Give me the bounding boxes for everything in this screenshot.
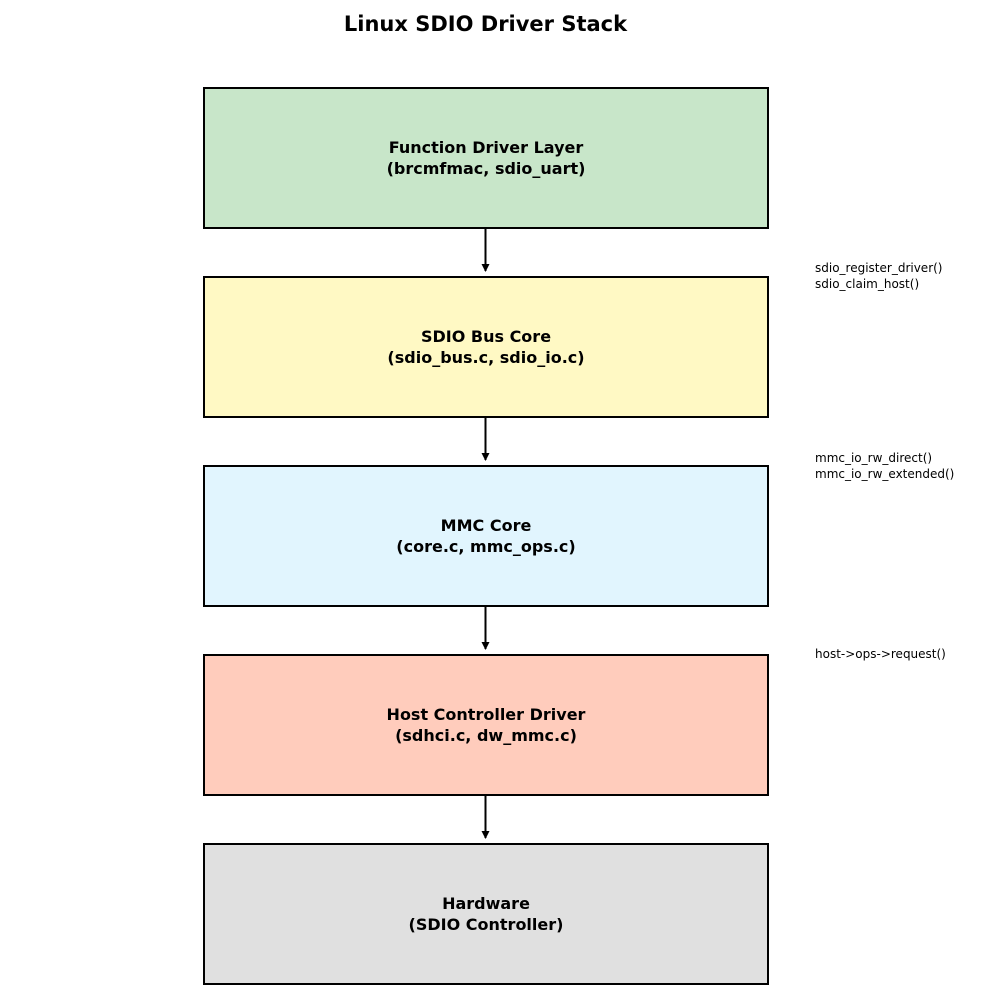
layer-host-controller-driver: Host Controller Driver (sdhci.c, dw_mmc.…	[203, 654, 769, 796]
layer-function-driver: Function Driver Layer (brcmfmac, sdio_ua…	[203, 87, 769, 229]
call-note-function-to-bus: sdio_register_driver() sdio_claim_host()	[815, 260, 943, 292]
layer-hardware-detail: (SDIO Controller)	[408, 915, 564, 934]
layer-host-controller-driver-detail: (sdhci.c, dw_mmc.c)	[395, 726, 577, 745]
diagram-title: Linux SDIO Driver Stack	[343, 12, 628, 36]
call-note-line: mmc_io_rw_extended()	[815, 467, 955, 481]
call-note-line: sdio_register_driver()	[815, 261, 943, 275]
layer-mmc-core-name: MMC Core	[440, 516, 532, 535]
layer-sdio-bus-core-name: SDIO Bus Core	[420, 327, 552, 346]
layer-mmc-core: MMC Core (core.c, mmc_ops.c)	[203, 465, 769, 607]
layer-mmc-core-detail: (core.c, mmc_ops.c)	[396, 537, 576, 556]
call-note-line: mmc_io_rw_direct()	[815, 451, 933, 465]
call-note-bus-to-mmc: mmc_io_rw_direct() mmc_io_rw_extended()	[815, 450, 954, 482]
layer-hardware-name: Hardware	[442, 894, 530, 913]
call-note-mmc-to-host: host->ops->request()	[815, 646, 946, 662]
layer-function-driver-name: Function Driver Layer	[388, 138, 584, 157]
layer-host-controller-driver-name: Host Controller Driver	[386, 705, 586, 724]
layer-sdio-bus-core: SDIO Bus Core (sdio_bus.c, sdio_io.c)	[203, 276, 769, 418]
layer-function-driver-detail: (brcmfmac, sdio_uart)	[386, 159, 586, 178]
layer-sdio-bus-core-detail: (sdio_bus.c, sdio_io.c)	[387, 348, 585, 367]
call-note-line: sdio_claim_host()	[815, 277, 920, 291]
layer-hardware: Hardware (SDIO Controller)	[203, 843, 769, 985]
call-note-line: host->ops->request()	[815, 647, 946, 661]
